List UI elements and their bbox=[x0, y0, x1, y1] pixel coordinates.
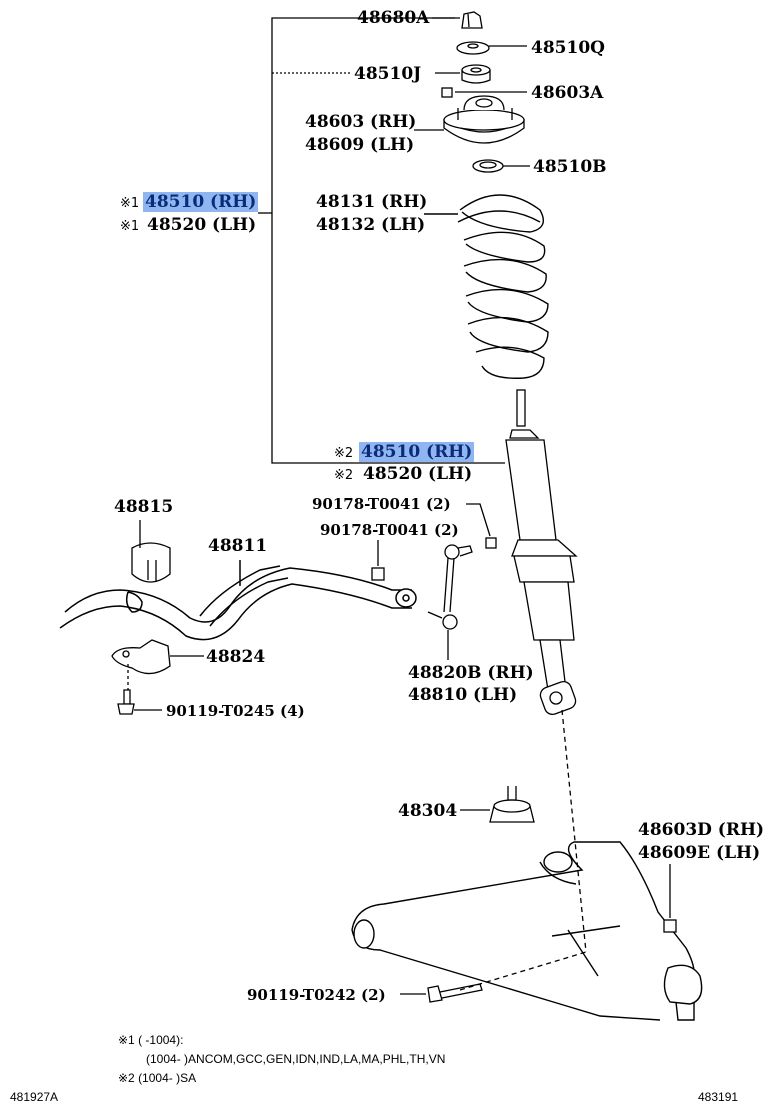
label-90178-a: 90178-T0041 (2) bbox=[312, 495, 451, 513]
label-48815: 48815 bbox=[114, 497, 174, 517]
note-line-2: (1004- )ANCOM,GCC,GEN,IDN,IND,LA,MA,PHL,… bbox=[146, 1052, 446, 1066]
support-48603[interactable] bbox=[414, 95, 525, 144]
mark-2-b: ※2 bbox=[334, 468, 354, 483]
mark-1-b: ※1 bbox=[120, 219, 140, 234]
mark-1-a: ※1 bbox=[120, 196, 140, 211]
label-48304: 48304 bbox=[398, 801, 458, 821]
nut-48603D[interactable] bbox=[663, 864, 677, 933]
nut-90178-b[interactable] bbox=[371, 540, 385, 581]
bumper-48304[interactable] bbox=[460, 786, 535, 823]
shock-absorber-48510[interactable] bbox=[505, 389, 578, 717]
label-48132: 48132 (LH) bbox=[316, 215, 426, 235]
coil-spring-48131[interactable] bbox=[424, 194, 549, 379]
lower-arm[interactable] bbox=[351, 841, 703, 1021]
note-line-1: ※1 ( -1004): bbox=[118, 1033, 184, 1047]
diagram-code-left: 481927A bbox=[10, 1090, 59, 1104]
bracket-48824[interactable] bbox=[111, 639, 204, 690]
diagram-code-right: 483191 bbox=[698, 1090, 739, 1104]
label-48520-lh-2: 48520 (LH) bbox=[363, 464, 473, 484]
assembly-dash-line bbox=[459, 709, 587, 991]
label-48520-lh-1: 48520 (LH) bbox=[147, 215, 257, 235]
label-48820B: 48820B (RH) bbox=[408, 663, 534, 683]
label-48609E: 48609E (LH) bbox=[638, 843, 761, 863]
label-90178-b: 90178-T0041 (2) bbox=[320, 521, 459, 539]
bolt-90119-T0245[interactable] bbox=[117, 689, 162, 715]
label-48510J: 48510J bbox=[354, 64, 422, 84]
cap-nut-48680A[interactable] bbox=[432, 11, 483, 29]
label-48510Q: 48510Q bbox=[531, 38, 605, 58]
label-48603D: 48603D (RH) bbox=[638, 820, 764, 840]
washer-48510Q[interactable] bbox=[456, 41, 527, 55]
label-48603: 48603 (RH) bbox=[305, 112, 417, 132]
link-48820B[interactable] bbox=[427, 544, 473, 660]
label-48510-rh-2[interactable]: 48510 (RH) bbox=[359, 442, 475, 462]
bushing-48510J[interactable] bbox=[435, 64, 491, 84]
label-48603A: 48603A bbox=[531, 83, 604, 103]
label-90119-T0245: 90119-T0245 (4) bbox=[166, 702, 305, 720]
label-48811: 48811 bbox=[208, 536, 268, 556]
bolt-90119-T0242[interactable] bbox=[400, 983, 483, 1003]
note-line-3: ※2 (1004- )SA bbox=[118, 1071, 197, 1085]
label-48824: 48824 bbox=[206, 647, 266, 667]
stabilizer-bar-48811[interactable] bbox=[59, 560, 417, 641]
label-48810: 48810 (LH) bbox=[408, 685, 518, 705]
bushing-48815[interactable] bbox=[131, 520, 171, 583]
label-48131: 48131 (RH) bbox=[316, 192, 428, 212]
label-48510-rh-1[interactable]: 48510 (RH) bbox=[143, 192, 259, 212]
seat-48510B[interactable] bbox=[472, 159, 530, 173]
label-90119-T0242: 90119-T0242 (2) bbox=[247, 986, 386, 1004]
label-48680A: 48680A bbox=[357, 8, 430, 28]
mark-2-a: ※2 bbox=[334, 446, 354, 461]
assembly-bracket bbox=[271, 17, 505, 464]
nut-48603A[interactable] bbox=[441, 87, 527, 98]
label-48609: 48609 (LH) bbox=[305, 135, 415, 155]
label-48510B: 48510B bbox=[533, 157, 607, 177]
nut-90178-a[interactable] bbox=[466, 503, 497, 549]
